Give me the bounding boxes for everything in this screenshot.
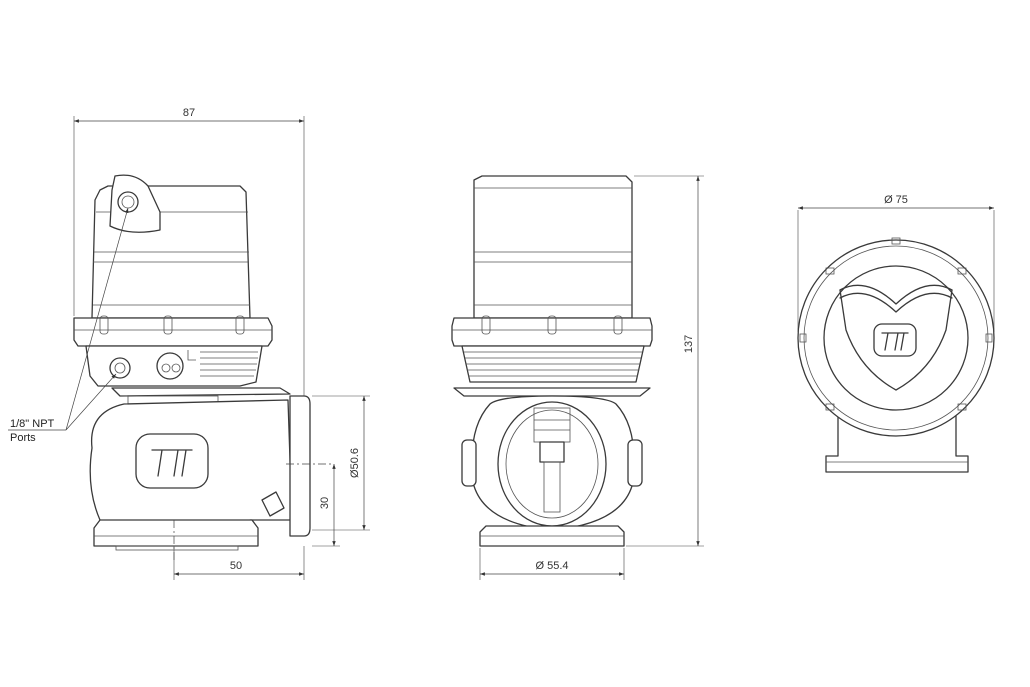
dim-top-diameter: Ø 75: [884, 194, 908, 206]
dim-overall-width: 87: [183, 107, 195, 119]
front-view: [451, 175, 653, 547]
dim-inlet-diameter: Ø50.6: [349, 448, 361, 478]
front-view-dimensions: 137 Ø 55.4: [479, 175, 704, 580]
ports-note-line1: 1/8" NPT: [10, 418, 55, 430]
top-view: [797, 237, 995, 473]
ports-callout: 1/8" NPT Ports: [8, 207, 129, 444]
side-view-dimensions: 87 Ø50.6 30 50: [73, 107, 370, 580]
dim-height: 137: [683, 335, 695, 353]
side-view: [73, 174, 334, 560]
ports-note-line2: Ports: [10, 432, 36, 444]
dim-inlet-offset: 50: [230, 560, 242, 572]
top-view-dimensions: Ø 75: [797, 194, 995, 332]
dim-inlet-height: 30: [319, 497, 331, 509]
dim-outlet-diameter: Ø 55.4: [535, 560, 568, 572]
